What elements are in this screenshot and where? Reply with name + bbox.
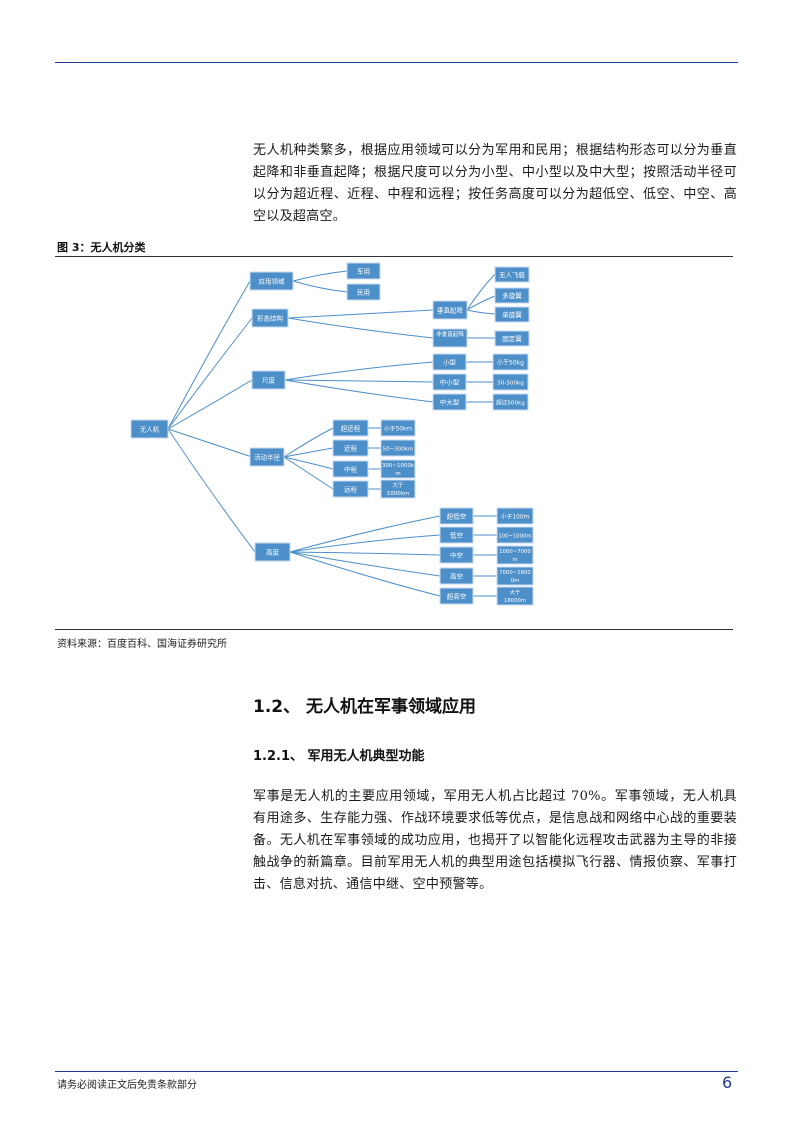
node-vtol: 垂直起降: [432, 300, 468, 320]
node-medium-range: 中程: [332, 460, 369, 478]
node-scale: 尺度: [251, 370, 286, 390]
node-small-label: 小型: [443, 358, 457, 367]
node-ultra-high-label: 超高空: [447, 592, 467, 601]
intro-paragraph: 无人机种类繁多，根据应用领域可以分为军用和民用；根据结构形态可以分为垂直起降和非…: [253, 143, 737, 224]
footer-rule: [55, 1071, 738, 1072]
node-ultra-low-label: 超低空: [447, 512, 467, 521]
node-lt-50km-label: 小于50km: [384, 425, 412, 433]
node-lt-50kg: 小于50kg: [492, 353, 529, 371]
node-single-rotor-label: 单旋翼: [502, 310, 522, 319]
node-gt-1000km: 大于 1000km: [380, 479, 416, 499]
subsection-heading: 1.2.1、 军用无人机典型功能: [253, 749, 425, 764]
figure-top-rule: [55, 256, 733, 257]
node-fixed-wing-label: 固定翼: [502, 334, 522, 343]
node-unmanned-airship-label: 无人飞艇: [499, 270, 526, 279]
node-application: 应用领域: [249, 271, 294, 291]
node-gt-500kg: 超过500kg: [492, 393, 529, 411]
node-50-500kg: 50-500kg: [492, 373, 529, 391]
node-military-label: 军用: [357, 268, 370, 276]
node-altitude-label: 高度: [266, 548, 280, 557]
figure-source: 资料来源：百度百科、国海证券研究所: [57, 639, 227, 650]
node-gt-1000km-label-line2: 1000km: [387, 491, 410, 497]
node-unmanned-airship: 无人飞艇: [494, 266, 530, 283]
node-medium-range-label: 中程: [344, 465, 358, 474]
node-altitude: 高度: [254, 542, 291, 562]
node-low: 低空: [439, 526, 474, 544]
node-50-500kg-label: 50-500kg: [497, 381, 524, 387]
figure-bottom-rule: [55, 629, 733, 630]
node-multi-rotor: 多旋翼: [494, 287, 530, 304]
node-100-1000m-label: 100~1000m: [498, 534, 531, 540]
body-paragraph: 军事是无人机的主要应用领域，军用无人机占比超过 70%。军事领域，无人机具有用途…: [253, 789, 737, 892]
node-low-label: 低空: [450, 531, 464, 540]
diagram-edges: [167, 270, 497, 597]
node-structure-label: 形态结构: [257, 314, 284, 323]
node-mid-altitude-label: 中空: [450, 551, 464, 560]
node-multi-rotor-label: 多旋翼: [502, 291, 522, 300]
node-lt-50kg-label: 小于50kg: [497, 359, 524, 367]
node-lt-100m: 小于100m: [496, 507, 534, 525]
node-lt-100m-label: 小于100m: [501, 513, 530, 521]
node-mid-altitude: 中空: [439, 546, 474, 564]
node-gt-500kg-label: 超过500kg: [496, 399, 525, 407]
node-structure: 形态结构: [251, 308, 289, 328]
node-civil: 民用: [346, 283, 381, 301]
node-medium-large-label: 中大型: [440, 398, 460, 407]
node-gt-18000m-label-line2: 18000m: [504, 598, 526, 604]
node-300-1000km-label-line1: 300~1000k: [382, 463, 415, 469]
node-300-1000km-label-line2: m: [395, 471, 400, 477]
node-long-range: 远程: [332, 480, 369, 498]
node-ultra-short: 超近程: [332, 419, 369, 437]
node-1000-7000m-label-line1: 1000~7000: [499, 549, 531, 555]
node-single-rotor: 单旋翼: [494, 306, 530, 323]
node-small: 小型: [432, 353, 467, 371]
node-root: 无人机: [130, 419, 169, 439]
node-50-300km: 50~300km: [380, 439, 416, 457]
node-short-label: 近程: [344, 444, 358, 453]
node-lt-50km: 小于50km: [380, 419, 416, 437]
node-high: 高空: [439, 567, 474, 585]
figure-title: 图 3：无人机分类: [57, 241, 146, 254]
node-50-300km-label: 50~300km: [383, 447, 414, 453]
page-number: 6: [722, 1073, 733, 1092]
node-radius: 活动半径: [249, 447, 285, 467]
node-non-vtol: 非垂直起降: [432, 328, 468, 348]
node-gt-18000m: 大于 18000m: [496, 586, 534, 606]
node-7000-18000m-label-line2: 0m: [511, 578, 520, 584]
node-1000-7000m-label-line2: m: [512, 557, 517, 563]
node-100-1000m: 100~1000m: [496, 526, 534, 544]
node-gt-1000km-label-line1: 大于: [392, 481, 404, 489]
section-heading: 1.2、 无人机在军事领域应用: [253, 697, 477, 717]
node-long-range-label: 远程: [344, 485, 358, 494]
node-short: 近程: [332, 439, 369, 457]
node-military: 军用: [346, 262, 381, 280]
node-gt-18000m-label-line1: 大于: [510, 588, 521, 596]
node-1000-7000m: 1000~7000 m: [496, 545, 534, 565]
header-rule: [55, 62, 738, 63]
node-300-1000km: 300~1000k m: [380, 459, 416, 479]
node-7000-18000m-label-line1: 7000~1800: [499, 570, 531, 576]
node-ultra-low: 超低空: [439, 507, 474, 525]
node-scale-label: 尺度: [262, 376, 276, 385]
node-non-vtol-label: 非垂直起降: [436, 330, 464, 338]
node-high-label: 高空: [450, 572, 464, 581]
node-7000-18000m: 7000~1800 0m: [496, 566, 534, 586]
footer-disclaimer: 请务必阅读正文后免责条款部分: [57, 1080, 197, 1091]
node-application-label: 应用领域: [259, 277, 286, 286]
node-ultra-short-label: 超近程: [341, 424, 361, 433]
node-small-medium: 中小型: [432, 373, 467, 391]
node-small-medium-label: 中小型: [440, 378, 460, 387]
node-vtol-label: 垂直起降: [437, 306, 464, 315]
node-medium-large: 中大型: [432, 393, 467, 411]
node-ultra-high: 超高空: [439, 587, 474, 605]
node-root-label: 无人机: [140, 425, 160, 434]
node-civil-label: 民用: [357, 289, 370, 297]
node-radius-label: 活动半径: [254, 453, 281, 462]
node-fixed-wing: 固定翼: [494, 330, 530, 347]
